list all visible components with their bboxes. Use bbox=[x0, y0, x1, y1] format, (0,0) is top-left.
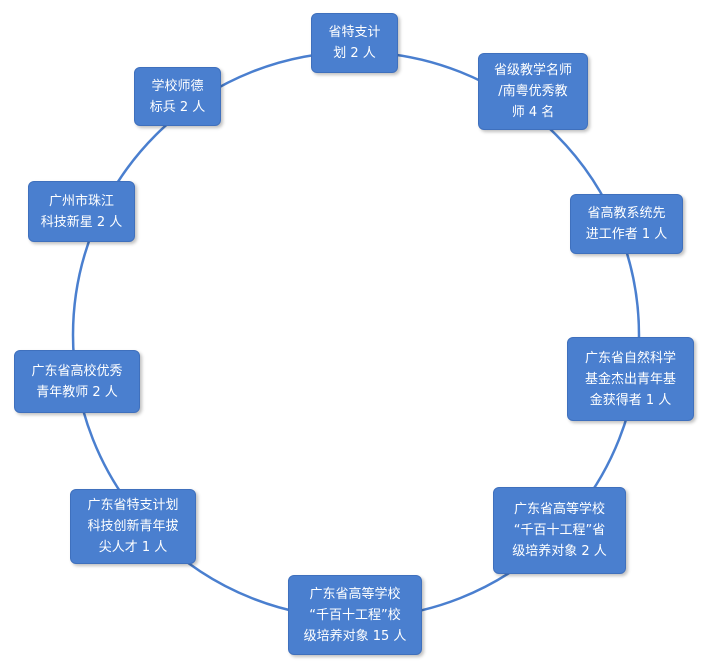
node-label: 广州市珠江 科技新星 2 人 bbox=[40, 193, 123, 230]
node-teacher-ethics-model: 学校师德 标兵 2 人 bbox=[134, 67, 221, 126]
node-natural-science-fund: 广东省自然科学 基金杰出青年基 金获得者 1 人 bbox=[567, 337, 694, 421]
node-special-support-youth: 广东省特支计划 科技创新青年拔 尖人才 1 人 bbox=[70, 489, 196, 564]
node-label: 省级教学名师 /南粤优秀教 师 4 名 bbox=[493, 63, 572, 120]
node-label: 广东省自然科学 基金杰出青年基 金获得者 1 人 bbox=[584, 350, 676, 408]
node-provincial-special-support: 省特支计 划 2 人 bbox=[311, 13, 398, 73]
node-zhujiang-new-star: 广州市珠江 科技新星 2 人 bbox=[28, 181, 135, 242]
node-qianbaishi-provincial: 广东省高等学校 “千百十工程”省 级培养对象 2 人 bbox=[493, 487, 626, 574]
node-excellent-young-teacher: 广东省高校优秀 青年教师 2 人 bbox=[14, 350, 140, 413]
node-label: 广东省高等学校 “千百十工程”校 级培养对象 15 人 bbox=[303, 586, 407, 644]
node-qianbaishi-school: 广东省高等学校 “千百十工程”校 级培养对象 15 人 bbox=[288, 575, 422, 655]
node-label: 广东省特支计划 科技创新青年拔 尖人才 1 人 bbox=[87, 498, 179, 555]
node-label: 学校师德 标兵 2 人 bbox=[149, 78, 206, 115]
node-label: 省高教系统先 进工作者 1 人 bbox=[585, 206, 668, 242]
node-provincial-famous-teacher: 省级教学名师 /南粤优秀教 师 4 名 bbox=[478, 53, 588, 130]
node-label: 省特支计 划 2 人 bbox=[328, 25, 381, 61]
node-label: 广东省高等学校 “千百十工程”省 级培养对象 2 人 bbox=[512, 502, 607, 559]
node-label: 广东省高校优秀 青年教师 2 人 bbox=[31, 363, 123, 400]
node-provincial-advanced-worker: 省高教系统先 进工作者 1 人 bbox=[570, 194, 683, 254]
